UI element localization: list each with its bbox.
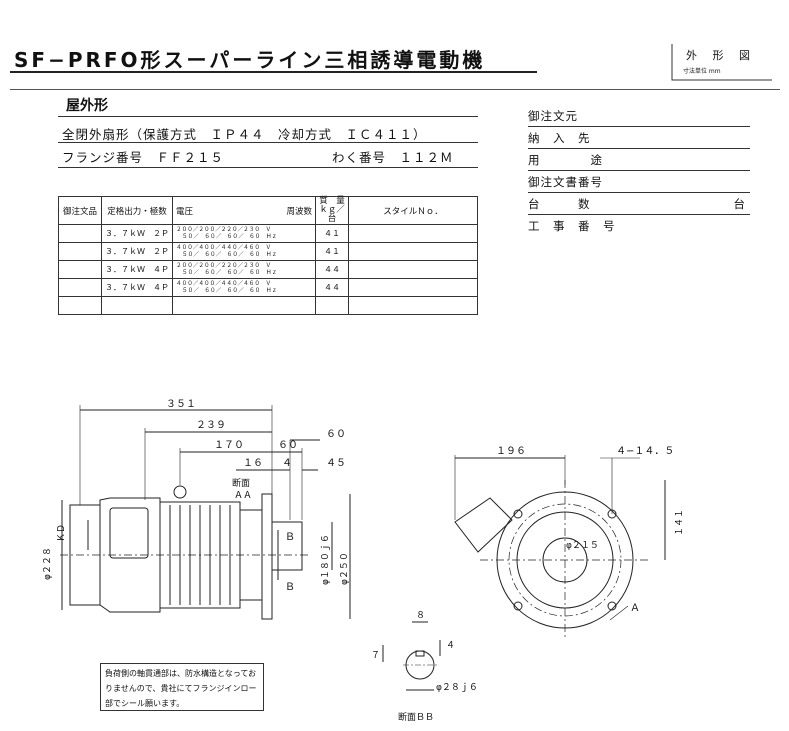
dim-45: ４５ <box>326 458 346 469</box>
divider <box>58 142 478 143</box>
field-quantity: 台 数台 <box>528 194 750 215</box>
dim-4: ４ <box>282 458 292 469</box>
note-box: 負荷側の軸貫通部は、防水構造となっておりませんので、貴社にてフランジインロー部で… <box>100 663 264 711</box>
section-aa-label: 断面 <box>232 477 250 489</box>
dim-60-a: ６０ <box>278 440 298 451</box>
drawing-type-label: 外 形 図 <box>686 49 756 62</box>
title-underline <box>10 71 537 73</box>
dim-holes: ４−１４．５ <box>616 446 674 457</box>
protection-spec: 全閉外扇形（保護方式 ＩＰ４４ 冷却方式 ＩＣ４１１） <box>62 127 427 142</box>
fan-cover <box>99 497 161 613</box>
section-b-top: Ｂ <box>285 532 295 543</box>
dim-60-b: ６０ <box>326 429 346 440</box>
dim-4b: ４ <box>446 641 455 651</box>
divider <box>58 116 478 117</box>
spec-table: 御注文品 定格出力・極数 電圧周波数 質 量 ｋｇ／台 スタイルＮｏ． ３．７ｋ… <box>58 196 478 315</box>
outdoor-type-label: 屋外形 <box>66 98 108 114</box>
dim-7: ７ <box>371 651 380 661</box>
dim-phi215: φ２１５ <box>566 541 599 551</box>
page-title: SF−PRFO形スーパーライン三相誘導電動機 <box>14 48 486 72</box>
header-separator <box>10 89 780 90</box>
dim-351: ３５１ <box>166 399 196 410</box>
unit-note: 寸法単位 mm <box>683 68 721 75</box>
section-b-bottom: Ｂ <box>285 582 295 593</box>
shaft <box>271 521 303 571</box>
dim-170: １７０ <box>214 440 244 451</box>
field-order-source: 御注文元 <box>528 106 750 127</box>
dim-phi250: φ２５０ <box>340 552 350 585</box>
dim-141: １４１ <box>675 509 685 536</box>
dim-196: １９６ <box>496 446 526 457</box>
dim-kd: ＫＤ <box>57 524 67 542</box>
field-order-number: 御注文書番号 <box>528 172 750 193</box>
terminal-box-front <box>454 497 513 553</box>
section-aa-mark: ＡＡ <box>234 491 252 501</box>
dim-phi180: φ１８０ｊ６ <box>320 534 331 585</box>
field-use: 用 途 <box>528 150 750 171</box>
section-bb-label: 断面ＢＢ <box>398 711 434 723</box>
col-ordered: 御注文品 <box>58 196 102 225</box>
table-row <box>58 296 478 315</box>
section-a-mark: Ａ <box>630 603 640 614</box>
col-style: スタイルＮｏ． <box>348 196 478 225</box>
dim-16: １６ <box>243 458 263 469</box>
dim-phi28: φ２８ｊ６ <box>436 682 478 693</box>
dim-phi228: φ２２８ <box>43 547 53 580</box>
terminal-box <box>109 507 149 559</box>
eyebolt <box>173 485 187 499</box>
table-header-row: 御注文品 定格出力・極数 電圧周波数 質 量 ｋｇ／台 スタイルＮｏ． <box>58 196 478 225</box>
col-output: 定格出力・極数 <box>101 196 173 225</box>
field-delivery: 納 入 先 <box>528 128 750 149</box>
frame-number: わく番号 １１２Ｍ <box>332 150 454 165</box>
dim-8: ８ <box>416 611 425 621</box>
divider <box>58 167 478 168</box>
flange-number: フランジ番号 ＦＦ２１５ <box>62 150 225 165</box>
dim-239: ２３９ <box>196 420 226 431</box>
flange <box>261 493 273 620</box>
field-work-number: 工 事 番 号 <box>528 219 616 233</box>
